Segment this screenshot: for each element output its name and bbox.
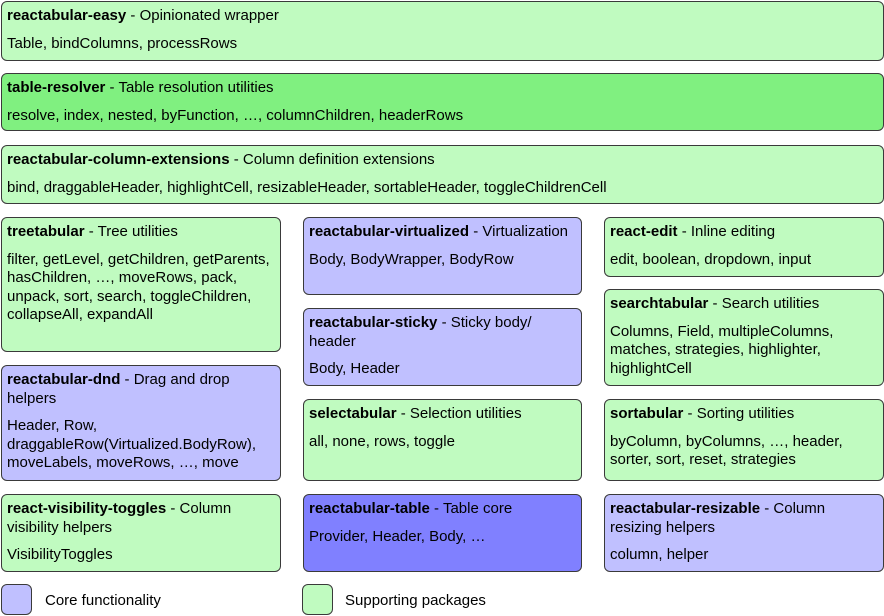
legend-supporting-label: Supporting packages xyxy=(345,592,486,609)
package-name: react-edit xyxy=(610,223,678,240)
package-title: reactabular-easy - Opinionated wrapper xyxy=(7,7,878,26)
package-name: reactabular-dnd xyxy=(7,371,121,388)
package-description: - Tree utilities xyxy=(84,223,178,240)
package-searchtabular: searchtabular - Search utilities Columns… xyxy=(604,289,884,386)
package-description: - Virtualization xyxy=(469,223,568,240)
package-description: - Table resolution utilities xyxy=(105,79,274,96)
package-title: reactabular-column-extensions - Column d… xyxy=(7,151,878,170)
package-exports: bind, draggableHeader, highlightCell, re… xyxy=(7,178,607,196)
package-exports: Body, BodyWrapper, BodyRow xyxy=(309,250,514,268)
package-exports: resolve, index, nested, byFunction, …, c… xyxy=(7,106,464,124)
package-name: reactabular-resizable xyxy=(610,500,761,517)
package-name: sortabular xyxy=(610,405,684,422)
package-reactabular-virtualized: reactabular-virtualized - Virtualization… xyxy=(303,217,582,295)
package-exports: Table, bindColumns, processRows xyxy=(7,34,238,52)
package-title: reactabular-table - Table core xyxy=(309,500,576,519)
package-description: - Sticky body/ header xyxy=(309,314,532,350)
package-name: selectabular xyxy=(309,405,397,422)
package-reactabular-table: reactabular-table - Table core Provider,… xyxy=(303,494,582,572)
package-title: searchtabular - Search utilities xyxy=(610,295,878,314)
package-treetabular: treetabular - Tree utilities filter, get… xyxy=(1,217,281,352)
package-table-resolver: table-resolver - Table resolution utilit… xyxy=(1,73,884,131)
package-exports: VisibilityToggles xyxy=(7,546,113,563)
package-name: reactabular-column-extensions xyxy=(7,151,230,168)
package-react-visibility-toggles: react-visibility-toggles - Column visibi… xyxy=(1,494,281,572)
package-sortabular: sortabular - Sorting utilities byColumn,… xyxy=(604,399,884,481)
package-description: - Drag and drop helpers xyxy=(7,371,230,407)
package-name: treetabular xyxy=(7,223,85,240)
package-exports: Provider, Header, Body, … xyxy=(309,527,486,545)
package-title: reactabular-virtualized - Virtualization xyxy=(309,223,576,242)
package-title: reactabular-dnd - Drag and drop helpers xyxy=(7,371,275,408)
package-reactabular-column-extensions: reactabular-column-extensions - Column d… xyxy=(1,145,884,204)
package-exports: column, helper xyxy=(610,546,709,563)
package-name: reactabular-table xyxy=(309,500,430,517)
package-selectabular: selectabular - Selection utilities all, … xyxy=(303,399,582,481)
legend-supporting-swatch xyxy=(302,584,333,615)
package-name: reactabular-virtualized xyxy=(309,223,470,240)
package-exports: all, none, rows, toggle xyxy=(309,432,455,450)
package-description: - Sorting utilities xyxy=(683,405,795,422)
package-reactabular-easy: reactabular-easy - Opinionated wrapper T… xyxy=(1,1,884,61)
legend-core-label: Core functionality xyxy=(45,592,161,609)
package-exports: Columns, Field, multipleColumns, matches… xyxy=(610,322,834,377)
package-name: searchtabular xyxy=(610,295,709,312)
package-title: selectabular - Selection utilities xyxy=(309,405,576,424)
package-exports: edit, boolean, dropdown, input xyxy=(610,250,811,268)
package-title: react-edit - Inline editing xyxy=(610,223,878,242)
package-reactabular-resizable: reactabular-resizable - Column resizing … xyxy=(604,494,884,572)
package-react-edit: react-edit - Inline editing edit, boolea… xyxy=(604,217,884,277)
package-exports: filter, getLevel, getChildren, getParent… xyxy=(7,250,270,324)
package-description: - Selection utilities xyxy=(396,405,522,422)
package-description: - Inline editing xyxy=(677,223,776,240)
package-title: sortabular - Sorting utilities xyxy=(610,405,878,424)
package-exports: Body, Header xyxy=(309,360,400,377)
package-description: - Table core xyxy=(429,500,513,517)
package-title: reactabular-sticky - Sticky body/ header xyxy=(309,314,576,351)
package-description: - Column visibility helpers xyxy=(7,500,232,536)
package-exports: Header, Row, draggableRow(Virtualized.Bo… xyxy=(7,417,257,471)
package-name: reactabular-sticky xyxy=(309,314,438,331)
package-name: reactabular-easy xyxy=(7,7,127,24)
package-title: table-resolver - Table resolution utilit… xyxy=(7,79,878,98)
package-reactabular-sticky: reactabular-sticky - Sticky body/ header… xyxy=(303,308,582,386)
package-title: treetabular - Tree utilities xyxy=(7,223,275,242)
package-name: react-visibility-toggles xyxy=(7,500,167,517)
package-title: reactabular-resizable - Column resizing … xyxy=(610,500,878,537)
package-title: react-visibility-toggles - Column visibi… xyxy=(7,500,275,537)
package-name: table-resolver xyxy=(7,79,106,96)
package-exports: byColumn, byColumns, …, header, sorter, … xyxy=(610,432,843,469)
package-description: - Search utilities xyxy=(708,295,820,312)
package-reactabular-dnd: reactabular-dnd - Drag and drop helpers … xyxy=(1,365,281,481)
package-description: - Opinionated wrapper xyxy=(126,7,279,24)
package-description: - Column definition extensions xyxy=(229,151,435,168)
package-description: - Column resizing helpers xyxy=(610,500,826,536)
legend-core-swatch xyxy=(1,584,32,615)
